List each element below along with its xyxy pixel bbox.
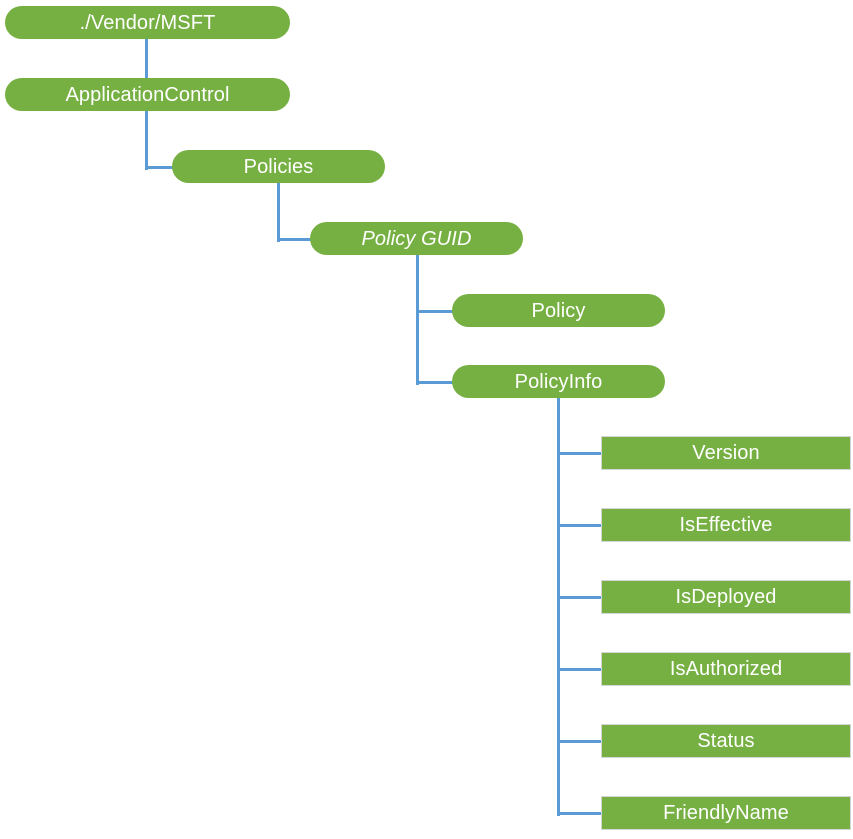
node-label-status: Status — [697, 730, 755, 752]
node-label-policyinfo: PolicyInfo — [514, 370, 603, 393]
connector-e-policyinfo-version-horizontal — [557, 452, 603, 455]
node-label-policies: Policies — [243, 155, 314, 178]
node-policyinfo[interactable]: PolicyInfo — [452, 365, 665, 398]
node-label-version: Version — [692, 442, 760, 464]
connector-e-policies-policyguid-horizontal — [277, 238, 312, 241]
node-friendlyname[interactable]: FriendlyName — [601, 796, 851, 830]
node-policy-guid[interactable]: Policy GUID — [310, 222, 523, 255]
node-version[interactable]: Version — [601, 436, 851, 470]
node-label-policy: Policy — [531, 299, 586, 322]
connector-e-policyinfo-isauthorized-horizontal — [557, 668, 603, 671]
connector-e-policyinfo-friendlyname-vertical — [557, 398, 560, 816]
connector-e-policyinfo-friendlyname-horizontal — [557, 812, 603, 815]
node-iseffective[interactable]: IsEffective — [601, 508, 851, 542]
connector-e-policyinfo-isdeployed-horizontal — [557, 596, 603, 599]
node-label-policy-guid: Policy GUID — [361, 227, 472, 250]
connector-e-policyinfo-status-horizontal — [557, 740, 603, 743]
connector-e-policies-policyguid-vertical — [277, 183, 280, 242]
connector-e-appcontrol-policies-horizontal — [145, 166, 174, 169]
node-status[interactable]: Status — [601, 724, 851, 758]
node-label-friendlyname: FriendlyName — [663, 802, 789, 824]
connector-e-policyguid-policy-horizontal — [416, 310, 454, 313]
connector-e-policyguid-policyinfo-vertical — [416, 255, 419, 385]
node-label-isdeployed: IsDeployed — [675, 586, 777, 608]
node-label-isauthorized: IsAuthorized — [669, 658, 783, 680]
node-policies[interactable]: Policies — [172, 150, 385, 183]
node-policy[interactable]: Policy — [452, 294, 665, 327]
connector-e-vendor-appcontrol — [145, 39, 148, 78]
connector-e-appcontrol-policies-vertical — [145, 111, 148, 170]
node-label-appcontrol: ApplicationControl — [65, 83, 230, 106]
node-isauthorized[interactable]: IsAuthorized — [601, 652, 851, 686]
connector-e-policyinfo-iseffective-horizontal — [557, 524, 603, 527]
node-appcontrol[interactable]: ApplicationControl — [5, 78, 290, 111]
node-isdeployed[interactable]: IsDeployed — [601, 580, 851, 614]
node-label-vendor: ./Vendor/MSFT — [79, 11, 216, 34]
node-vendor[interactable]: ./Vendor/MSFT — [5, 6, 290, 39]
connector-e-policyguid-policyinfo-horizontal — [416, 381, 454, 384]
node-label-iseffective: IsEffective — [679, 514, 773, 536]
